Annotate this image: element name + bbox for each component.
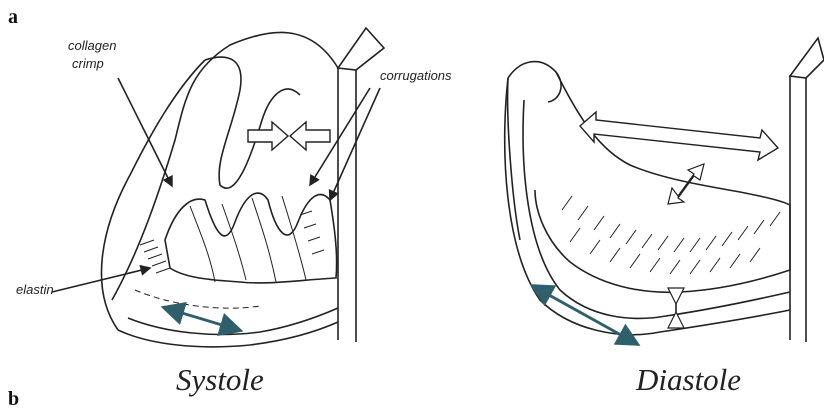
diastole-caption: Diastole xyxy=(636,362,741,398)
diastole-sinus-wall xyxy=(505,78,790,335)
systole-corrugations xyxy=(165,193,337,283)
systole-strain-arrow xyxy=(172,310,232,328)
collagen-crimp-label-line1: collagen xyxy=(68,38,116,53)
collagen-crimp-leader xyxy=(118,78,172,186)
diastole-stretch-arrow xyxy=(580,112,778,160)
systole-aortic-wall xyxy=(338,28,384,70)
systole-caption: Systole xyxy=(176,362,264,398)
collagen-crimp-label-line2: crimp xyxy=(72,56,104,71)
systole-illustration xyxy=(52,28,384,347)
diastole-collagen-hatching xyxy=(562,196,780,274)
elastin-label: elastin xyxy=(16,282,54,297)
diastole-aortic-wall xyxy=(790,38,824,78)
systole-leaflet xyxy=(205,57,300,188)
diastole-illustration xyxy=(505,38,824,342)
corrugations-label: corrugations xyxy=(380,68,452,83)
systole-sinus-wall xyxy=(112,32,338,300)
diastole-strain-arrow xyxy=(540,290,630,340)
